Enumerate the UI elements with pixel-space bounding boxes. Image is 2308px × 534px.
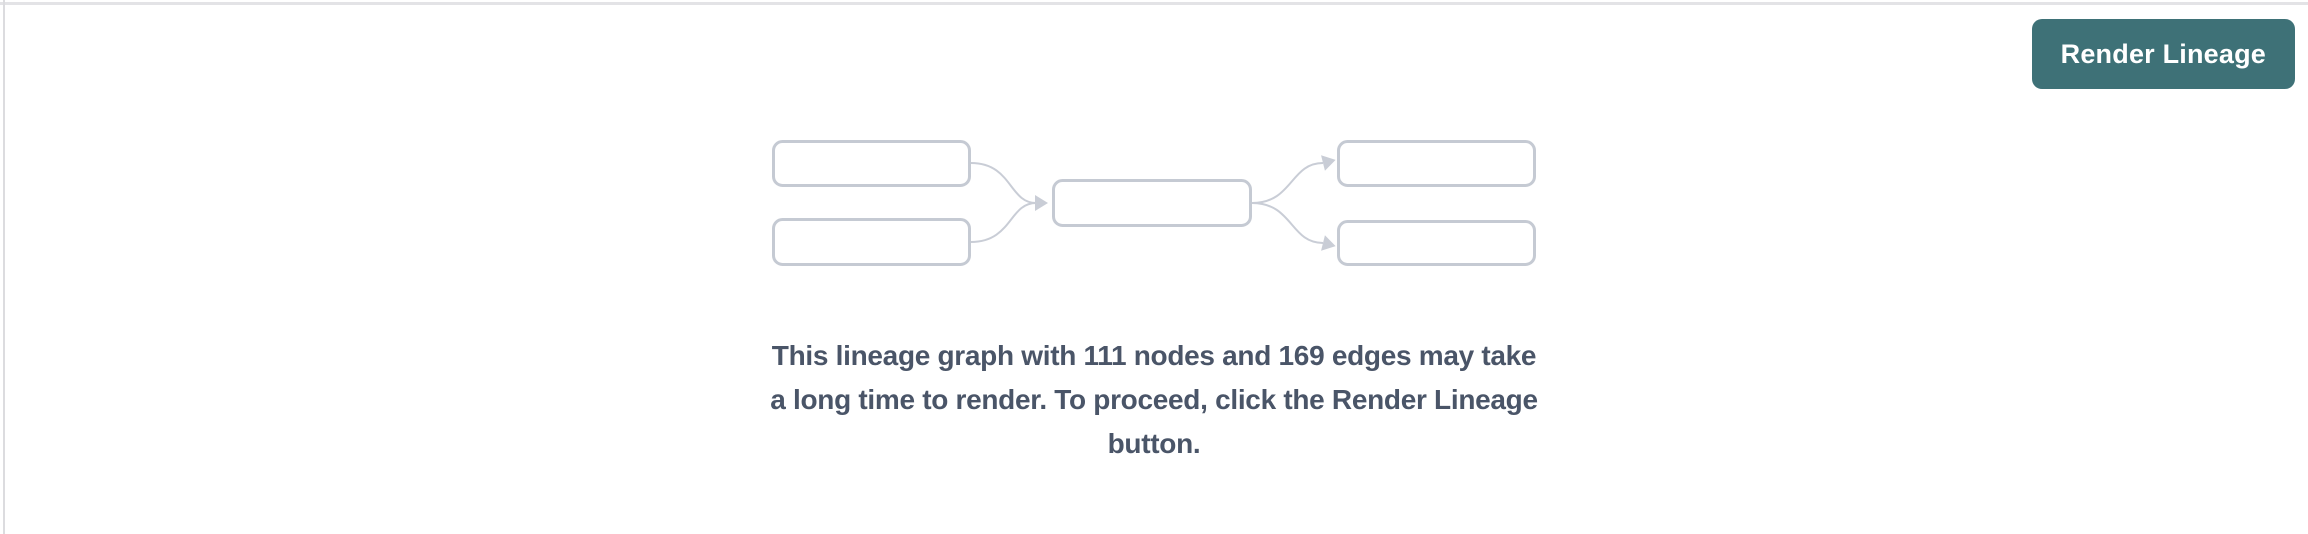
lineage-warning-message: This lineage graph with 111 nodes and 16… bbox=[754, 334, 1554, 466]
message-line: This lineage graph with 111 nodes and 16… bbox=[771, 340, 1537, 371]
message-line: a long time to render. To proceed, click… bbox=[770, 384, 1538, 415]
left-border-line bbox=[3, 0, 5, 534]
lineage-placeholder: This lineage graph with 111 nodes and 16… bbox=[754, 140, 1554, 466]
lineage-graph-placeholder-icon bbox=[772, 140, 1536, 272]
top-border-line bbox=[0, 2, 2308, 5]
message-line: button. bbox=[1107, 428, 1201, 459]
render-lineage-button[interactable]: Render Lineage bbox=[2031, 19, 2295, 89]
